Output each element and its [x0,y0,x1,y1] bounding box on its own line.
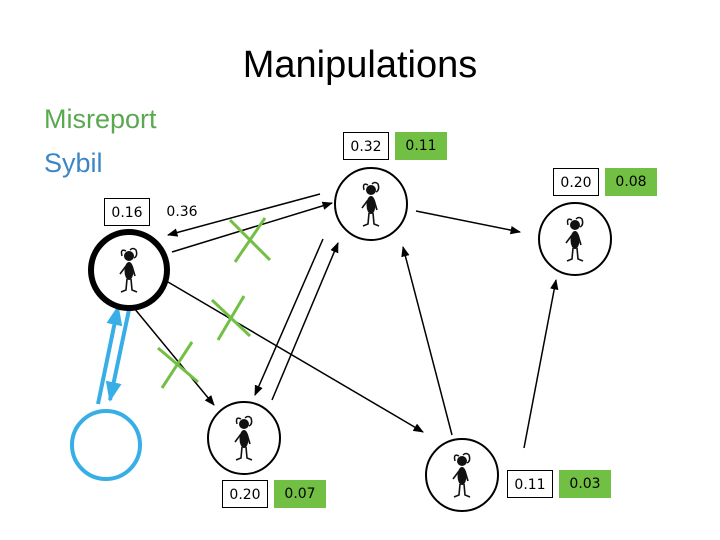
edge-left-to-bottomcenter [133,307,215,406]
edge-bottomcenter-to-topcenter [271,242,339,401]
misreport-cross-2 [210,295,252,341]
edge-topcenter-to-left [166,193,321,237]
node-top-center [334,167,408,241]
node-bottom-center-value-1: 0.20 [222,480,268,508]
node-bottom-center-value-2: 0.07 [274,480,326,508]
node-top-center-value-2: 0.11 [395,132,447,160]
edge-bottomright-to-topcenter [401,245,453,436]
node-bottom-right-value-2: 0.03 [559,470,611,498]
legend-sybil: Sybil [44,148,103,178]
misreport-cross-3 [157,341,199,389]
node-bottom-right [425,438,499,512]
node-left-value-2: 0.36 [166,204,198,220]
node-bottom-right-value-1: 0.11 [507,470,553,498]
node-top-center-value-1: 0.32 [343,132,389,160]
node-top-right [538,202,612,276]
node-bottom-center [207,401,281,475]
sybil-node [70,409,142,481]
sybil-edge-down [105,304,132,402]
misreport-cross-1 [228,217,272,263]
edge-topcenter-to-topright [415,210,522,235]
node-left-value-1: 0.16 [104,198,150,226]
legend-misreport: Misreport [44,104,157,134]
node-left [88,229,170,311]
edge-topcenter-to-bottomcenter [254,238,324,396]
edge-bottomright-to-topright [523,278,559,449]
page-title: Manipulations [242,44,478,86]
node-top-right-value-2: 0.08 [605,168,657,196]
node-top-right-value-1: 0.20 [553,168,599,196]
edge-left-to-topcenter [171,201,334,253]
edge-left-to-bottomright [167,281,424,433]
sybil-edge-up [96,305,123,405]
